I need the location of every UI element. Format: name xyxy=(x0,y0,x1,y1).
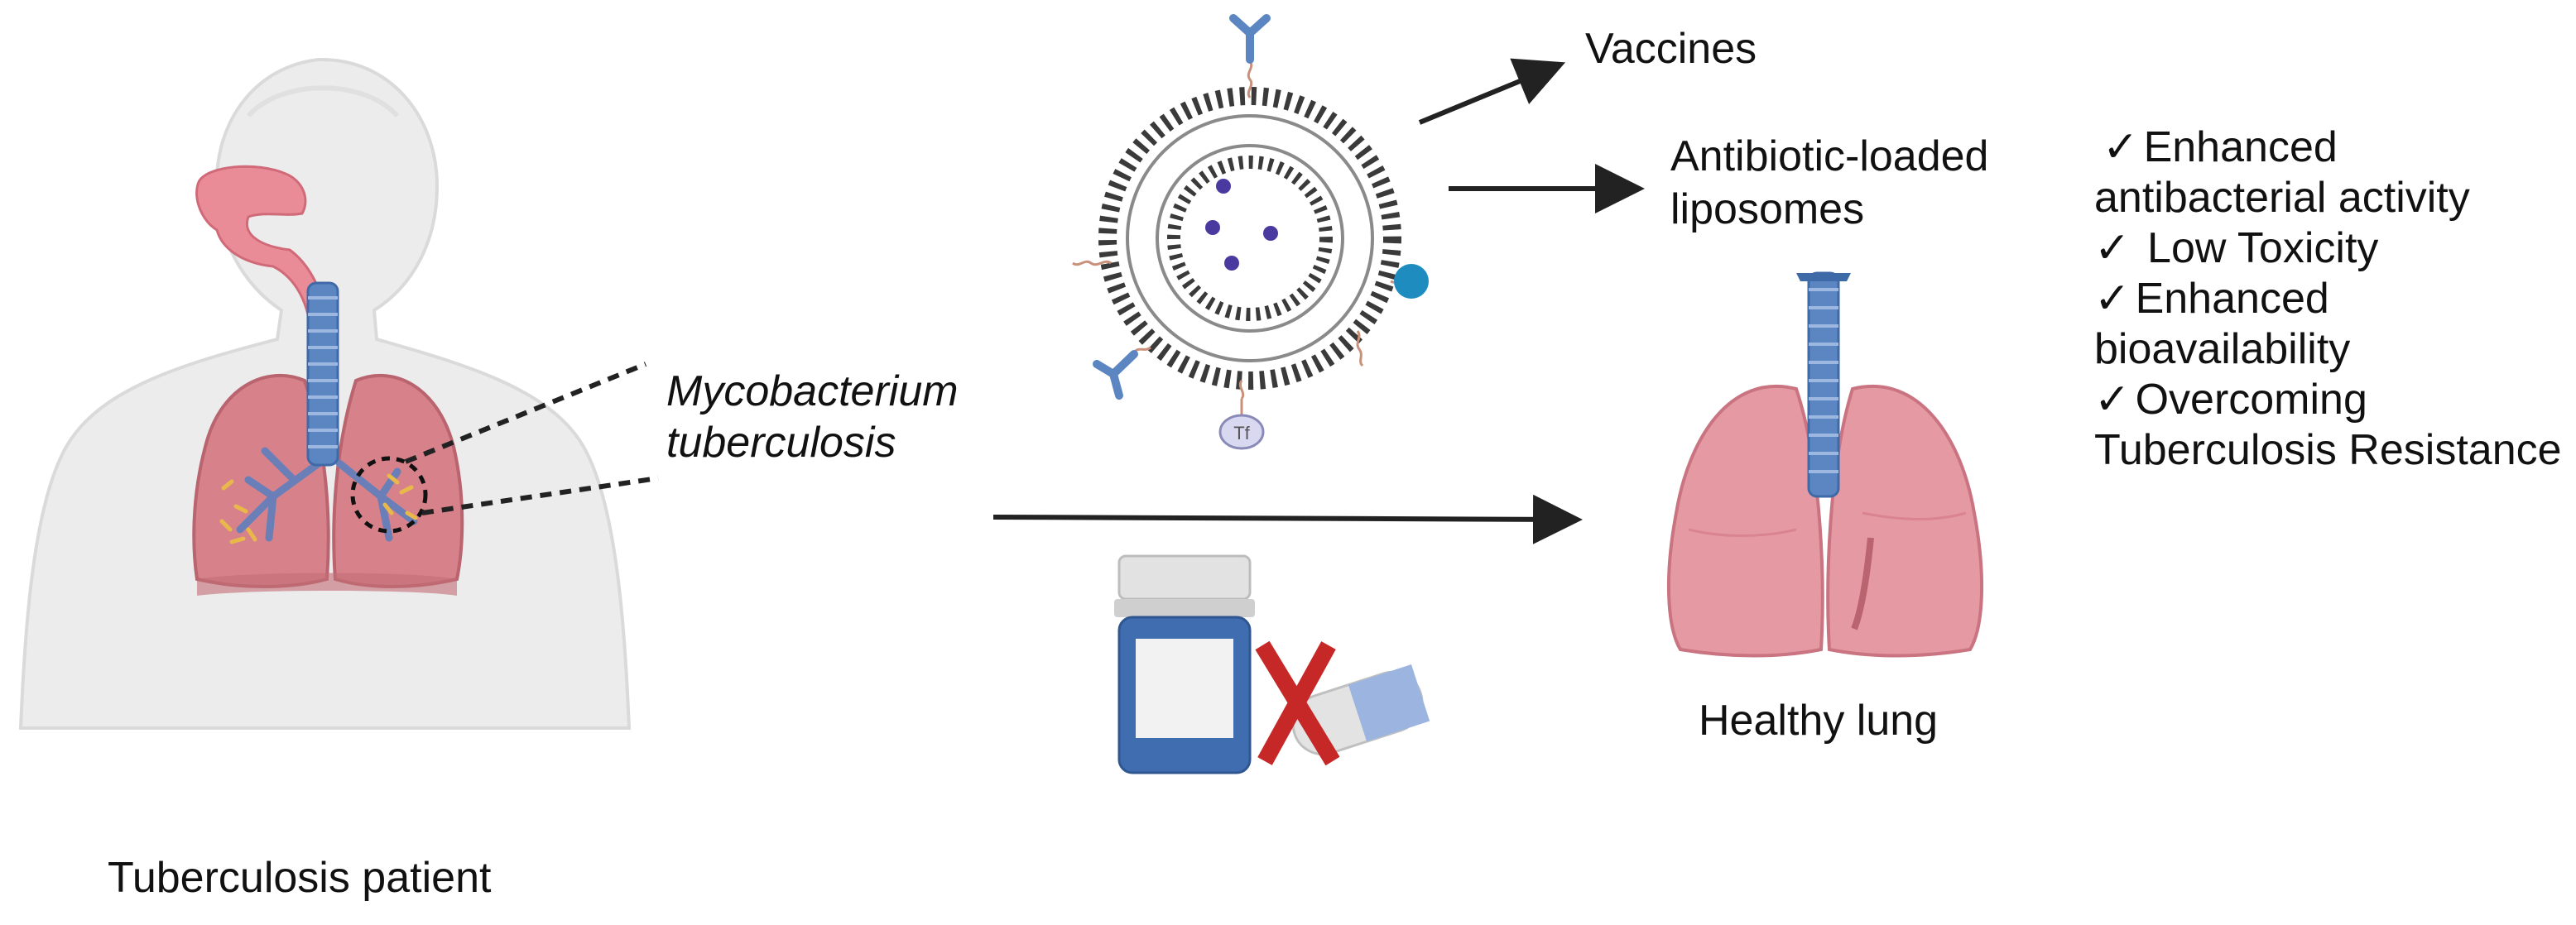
transferrin-tag-label: Tf xyxy=(1233,423,1250,443)
zoom-circle xyxy=(350,456,428,534)
arrow-to-vaccines xyxy=(1418,58,1566,125)
benefit-text: Enhanced antibacterial activity xyxy=(2094,123,2470,222)
infected-lungs-icon xyxy=(192,373,464,596)
benefit-item: ✓ Low Toxicity xyxy=(2094,223,2566,274)
check-icon: ✓ xyxy=(2094,224,2131,272)
drug-molecules xyxy=(1205,179,1278,271)
check-icon: ✓ xyxy=(2103,123,2139,171)
nasal-cavity-icon xyxy=(195,165,326,316)
liposome-icon: Tf xyxy=(1072,14,1429,450)
pathogen-label-line2: tuberculosis xyxy=(666,419,896,467)
benefit-text: Enhanced bioavailability xyxy=(2094,275,2351,373)
benefit-item: ✓Enhanced bioavailability xyxy=(2094,274,2566,375)
vaccines-label: Vaccines xyxy=(1585,25,1757,73)
zoom-lines xyxy=(404,362,659,515)
benefits-list: ✓Enhanced antibacterial activity ✓ Low T… xyxy=(2094,122,2566,476)
arrows xyxy=(992,58,1645,544)
antibody-icon xyxy=(1229,14,1271,64)
benefit-text: Low Toxicity xyxy=(2135,224,2379,272)
antibody-icon xyxy=(1093,350,1138,400)
human-torso-icon xyxy=(18,57,632,730)
arrow-to-healthy-lung xyxy=(992,494,1583,544)
liposomes-label-line2: liposomes xyxy=(1670,185,1865,233)
check-icon: ✓ xyxy=(2094,275,2131,323)
healthy-lung-label: Healthy lung xyxy=(1699,697,1939,745)
patient-label: Tuberculosis patient xyxy=(108,854,492,902)
benefit-item: ✓Overcoming Tuberculosis Resistance xyxy=(2094,375,2566,476)
benefit-item: ✓Enhanced antibacterial activity xyxy=(2094,122,2566,223)
check-icon: ✓ xyxy=(2094,376,2131,424)
pill-bottle-icon xyxy=(1114,554,1255,774)
trachea-icon xyxy=(306,281,339,467)
benefit-text: Overcoming Tuberculosis Resistance xyxy=(2094,376,2562,474)
x-mark-icon xyxy=(1255,640,1340,766)
healthy-lung-icon xyxy=(1666,271,1984,658)
transferrin-tag-icon: Tf xyxy=(1218,399,1265,450)
pathogen-label-line1: Mycobacterium xyxy=(666,367,959,415)
liposomes-label-line1: Antibiotic-loaded xyxy=(1670,132,1989,180)
ligand-bead-icon xyxy=(1394,264,1429,299)
